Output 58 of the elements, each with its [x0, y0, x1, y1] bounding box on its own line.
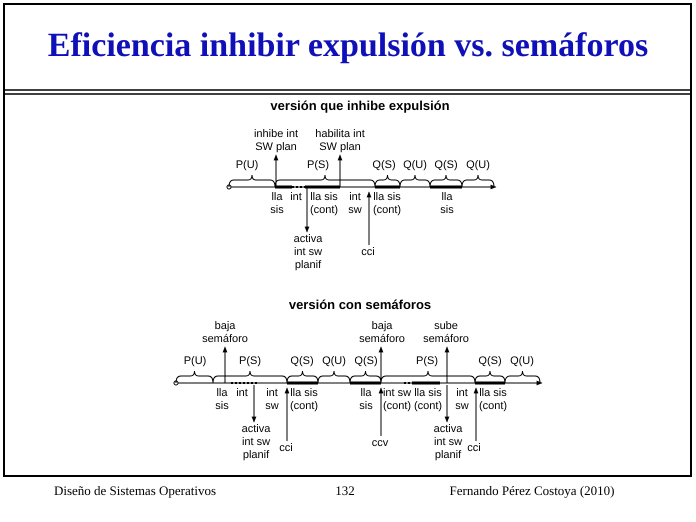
phase-label: Q(S) [478, 355, 502, 368]
arrow [338, 154, 342, 188]
arrow [444, 346, 450, 384]
segment-label: int sw (cont) [382, 387, 412, 413]
segment-label: lla sis (cont) [478, 387, 508, 413]
phase-label: Q(U) [322, 355, 346, 368]
arrow [378, 387, 384, 436]
section-heading: versión que inhibe expulsión [270, 98, 450, 113]
segment-label: lla sis (cont) [372, 191, 402, 217]
page-number: 132 [335, 483, 355, 498]
event-label: cci [356, 246, 380, 259]
phase-label: Q(S) [372, 159, 396, 172]
phase-label: Q(S) [290, 355, 314, 368]
phase-label: Q(S) [434, 159, 458, 172]
phase-label: P(S) [239, 355, 261, 368]
footer-text: Diseño de Sistemas Operativos [54, 483, 216, 498]
segment-label: lla sis (cont) [413, 387, 443, 413]
segment-label: int sw [454, 387, 470, 413]
arrow [252, 384, 256, 423]
segment-label: int sw [264, 387, 280, 413]
arrow [366, 191, 372, 246]
arrow [304, 188, 310, 233]
event-label: sube semáforo [418, 320, 474, 346]
event-label: habilita int SW plan [306, 128, 374, 154]
segment-label: lla sis (cont) [309, 191, 339, 217]
footer-text: Fernando Pérez Costoya (2010) [450, 483, 614, 498]
event-label: cci [274, 442, 298, 455]
segment-label: lla sis [214, 387, 230, 413]
segment-label: lla sis [269, 191, 285, 217]
segment-label: int [235, 387, 249, 400]
phase-label: Q(U) [403, 159, 427, 172]
event-label: activa int sw planif [235, 423, 277, 462]
arrow [222, 346, 228, 384]
phase-label: Q(S) [354, 355, 378, 368]
event-label: inhibe int SW plan [245, 128, 307, 154]
segment-label: lla sis [439, 191, 455, 217]
phase-label: P(U) [184, 355, 206, 368]
segment-label: lla sis [358, 387, 374, 413]
arrow [474, 387, 478, 442]
timeline-axis [226, 184, 497, 190]
phase-label: P(S) [416, 355, 438, 368]
phase-label: Q(U) [466, 159, 490, 172]
timeline-axis [174, 380, 543, 386]
slide-title: Eficiencia inhibir expulsión vs. semáforos [48, 28, 648, 64]
arrow [274, 154, 278, 188]
segment-label: int sw [347, 191, 363, 217]
phase-label: P(U) [236, 159, 258, 172]
event-label: ccv [368, 437, 392, 450]
event-label: activa int sw planif [287, 233, 329, 272]
event-label: baja semáforo [197, 320, 253, 346]
segment-label: int [289, 191, 303, 204]
phase-label: Q(U) [510, 355, 534, 368]
arrow [284, 387, 290, 442]
section-heading: versión con semáforos [288, 297, 432, 312]
segment-label: lla sis (cont) [289, 387, 319, 413]
event-label: baja semáforo [354, 320, 410, 346]
phase-label: P(S) [307, 159, 329, 172]
arrow [444, 384, 450, 423]
